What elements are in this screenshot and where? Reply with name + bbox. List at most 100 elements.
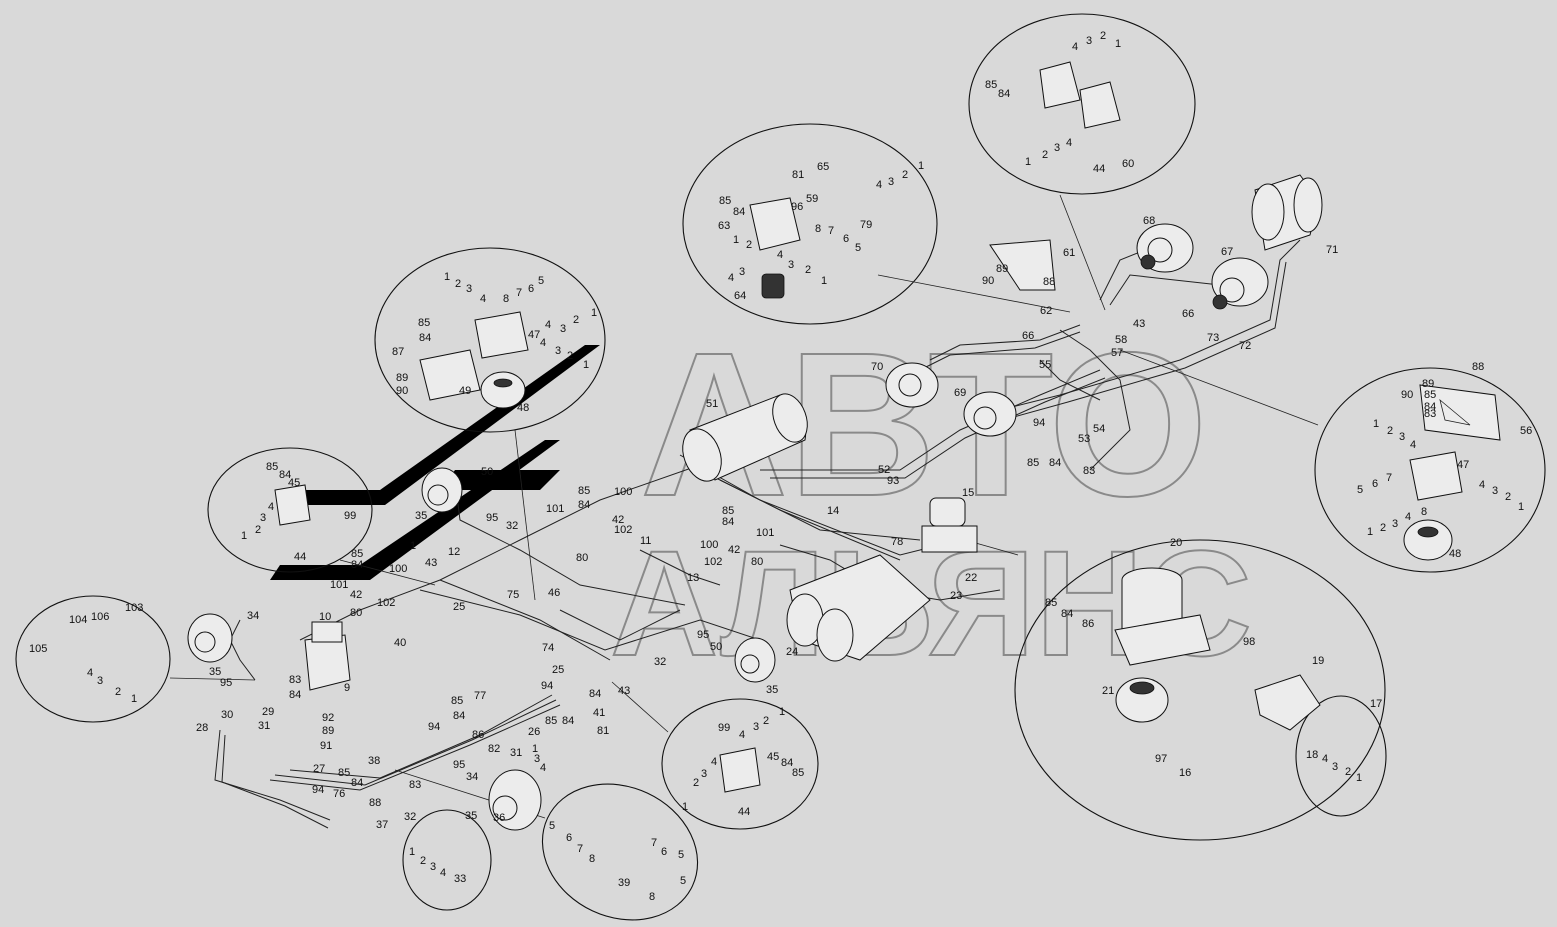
- part-label: 4: [540, 337, 546, 349]
- part-label: 3: [753, 721, 759, 733]
- part-label: 84: [562, 715, 574, 727]
- valve-47-left: [474, 311, 529, 359]
- part-label: 6: [528, 283, 534, 295]
- part-label: 1: [1356, 772, 1362, 784]
- part-label: 4: [876, 179, 882, 191]
- callout-circle-valve-44-bottom: [661, 698, 819, 830]
- part-label: 35: [465, 810, 477, 822]
- part-label: 1: [733, 234, 739, 246]
- part-label: 83: [1424, 408, 1436, 420]
- part-label: 55: [1039, 359, 1051, 371]
- part-label: 3: [739, 266, 745, 278]
- part-label: 84: [1049, 457, 1061, 469]
- part-label: 84: [1061, 608, 1073, 620]
- part-label: 101: [756, 527, 774, 539]
- valve-44-left: [274, 484, 311, 526]
- part-label: 102: [377, 597, 395, 609]
- part-label: 95: [220, 677, 232, 689]
- compressor-9: [304, 621, 351, 691]
- part-label: 4: [440, 867, 446, 879]
- part-label: 84: [279, 469, 291, 481]
- part-label: 59: [806, 193, 818, 205]
- part-label: 106: [91, 611, 109, 623]
- part-label: 79: [860, 219, 872, 231]
- part-label: 99: [718, 722, 730, 734]
- part-label: 36: [493, 812, 505, 824]
- air-tanks-24: [786, 554, 931, 662]
- part-label: 88: [1472, 361, 1484, 373]
- part-label: 43: [1133, 318, 1145, 330]
- part-label: 30: [221, 709, 233, 721]
- part-label: 15: [962, 487, 974, 499]
- part-label: 2: [763, 715, 769, 727]
- part-label: 105: [29, 643, 47, 655]
- brake-chamber-68: [1136, 223, 1194, 273]
- part-label: 3: [1399, 431, 1405, 443]
- part-label: 56: [1520, 425, 1532, 437]
- part-label: 7: [828, 225, 834, 237]
- part-label: 101: [330, 579, 348, 591]
- part-label: 86: [472, 729, 484, 741]
- part-label: 51: [706, 398, 718, 410]
- part-label: 2: [1042, 149, 1048, 161]
- part-label: 11: [640, 535, 651, 547]
- part-label: 4: [1410, 439, 1416, 451]
- part-label: 1: [410, 540, 416, 552]
- brake-chamber-69: [963, 391, 1017, 437]
- part-label: 43: [425, 557, 437, 569]
- part-label: 4: [777, 249, 783, 261]
- part-label: 66: [1022, 330, 1034, 342]
- callout-circle-valve-63: [682, 123, 938, 325]
- part-label: 1: [1025, 156, 1031, 168]
- part-label: 1: [131, 693, 137, 705]
- part-label: 5: [1357, 484, 1363, 496]
- part-label: 62: [1040, 305, 1052, 317]
- callout-circle-air-dryer: [1014, 539, 1386, 841]
- part-label: 89: [396, 372, 408, 384]
- part-label: 31: [510, 747, 522, 759]
- part-label: 84: [351, 559, 363, 571]
- part-label: 4: [87, 667, 93, 679]
- part-label: 3: [555, 345, 561, 357]
- part-label: 42: [350, 589, 362, 601]
- part-label: 1: [532, 743, 538, 755]
- part-label: 1: [1373, 418, 1379, 430]
- part-label: 87: [392, 346, 404, 358]
- part-label: 93: [887, 475, 899, 487]
- part-label: 84: [578, 499, 590, 511]
- part-label: 100: [700, 539, 718, 551]
- part-label: 4: [1322, 753, 1328, 765]
- part-label: 88: [369, 797, 381, 809]
- part-label: 57: [1111, 347, 1123, 359]
- part-label: 6: [661, 846, 667, 858]
- part-label: 44: [1093, 163, 1105, 175]
- part-label: 2: [693, 777, 699, 789]
- part-label: 78: [891, 536, 903, 548]
- part-label: 3: [788, 259, 794, 271]
- brake-chamber-35: [734, 637, 776, 683]
- valve-44-top: [1039, 61, 1121, 129]
- part-label: 85: [338, 767, 350, 779]
- part-label: 99: [344, 510, 356, 522]
- part-label: 103: [125, 602, 143, 614]
- part-label: 1: [241, 530, 247, 542]
- bracket-49: [419, 349, 481, 401]
- part-label: 85: [722, 505, 734, 517]
- air-tank-51: [682, 393, 808, 482]
- air-tank-71: [1251, 174, 1323, 251]
- part-label: 8: [815, 223, 821, 235]
- part-label: 84: [781, 757, 793, 769]
- part-label: 54: [1093, 423, 1105, 435]
- part-label: 4: [739, 729, 745, 741]
- callout-circle-valve-44-left: [207, 447, 373, 573]
- callout-circle-valve-47: [374, 247, 606, 433]
- part-label: 21: [1102, 685, 1114, 697]
- part-label: 61: [1063, 247, 1075, 259]
- part-label: 65: [817, 161, 829, 173]
- part-label: 2: [567, 350, 573, 362]
- part-label: 46: [548, 587, 560, 599]
- valve-44-bottom: [719, 747, 761, 793]
- part-label: 84: [1424, 401, 1436, 413]
- part-label: 49: [459, 385, 471, 397]
